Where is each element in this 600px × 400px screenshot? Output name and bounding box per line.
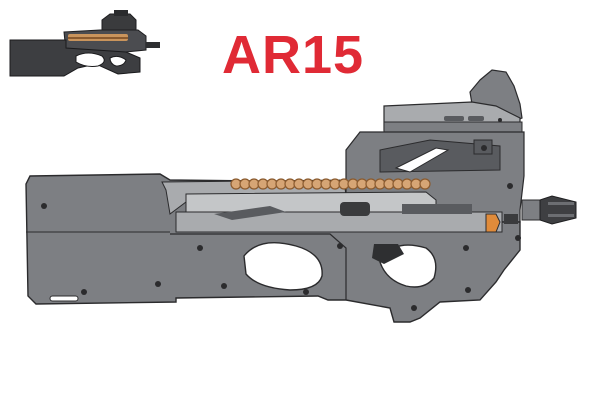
weapon-thumbnail-icon (9, 10, 160, 77)
page-title: AR15 (222, 25, 365, 85)
weapon-illustration-icon (25, 69, 577, 323)
